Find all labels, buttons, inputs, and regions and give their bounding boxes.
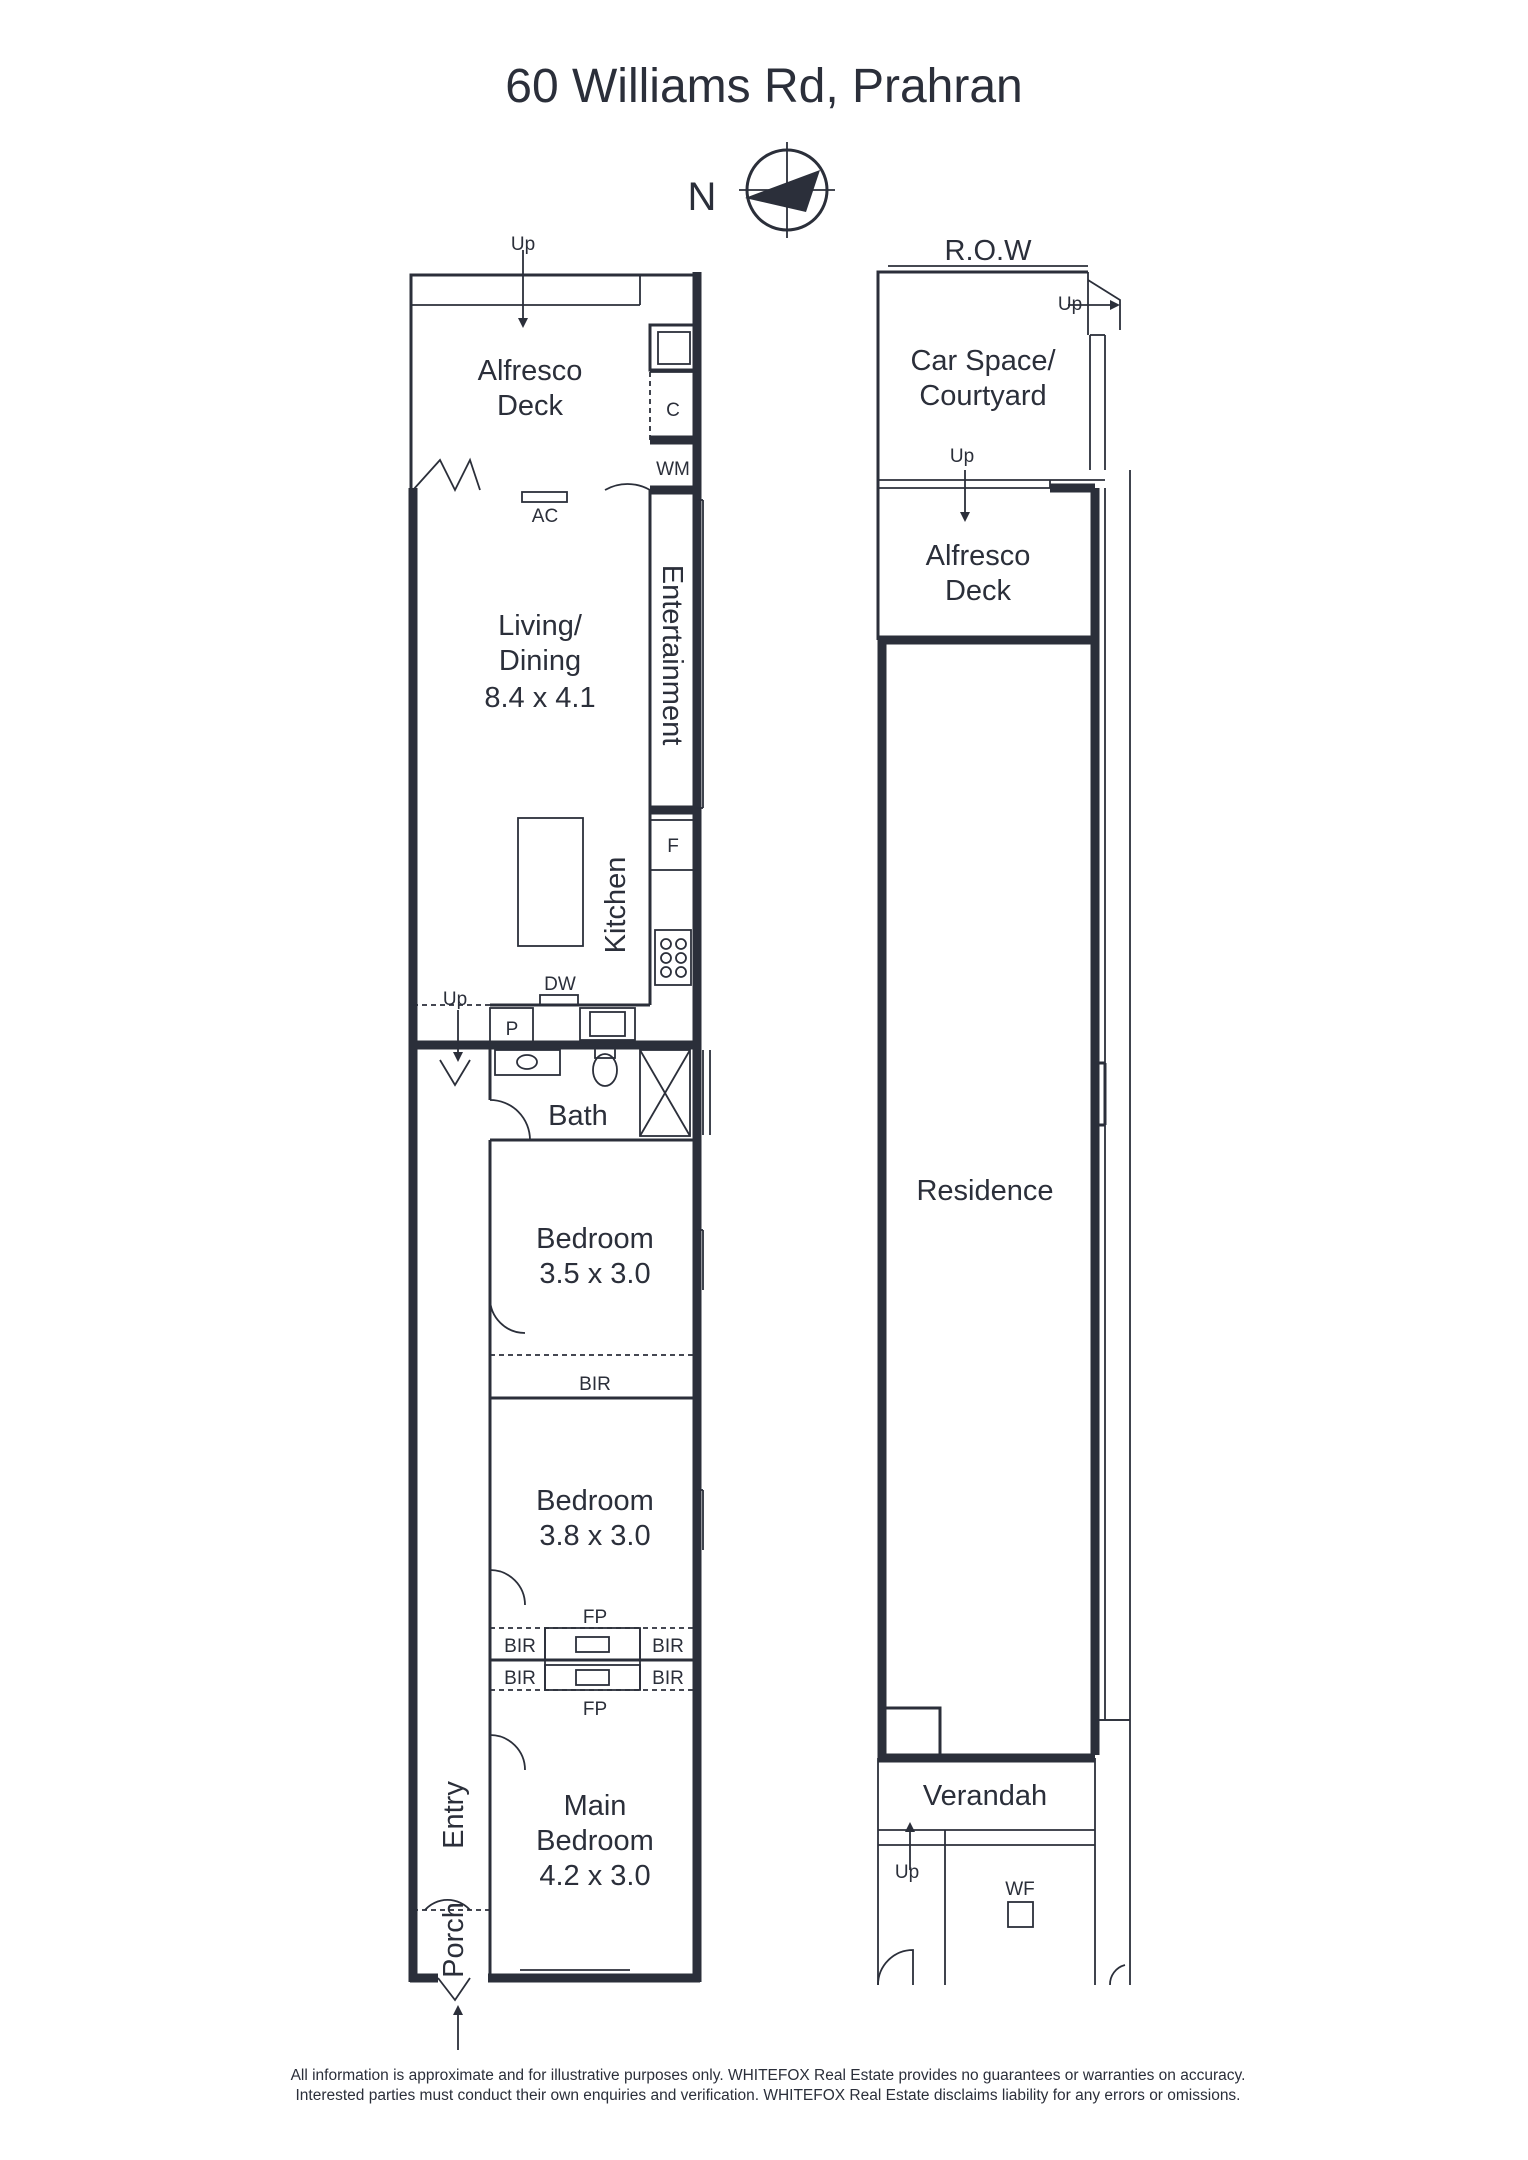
living-label: Living/ — [498, 610, 583, 642]
page-title: 60 Williams Rd, Prahran — [505, 60, 1023, 113]
site-deck-label: Deck — [945, 575, 1012, 607]
residence-label: Residence — [916, 1175, 1053, 1207]
dining-label: Dining — [499, 645, 581, 677]
north-label: N — [688, 175, 717, 219]
disclaimer-line-1: All information is approximate and for i… — [291, 2067, 1246, 2084]
disclaimer-line-2: Interested parties must conduct their ow… — [295, 2087, 1240, 2104]
bir-label-4: BIR — [652, 1668, 684, 1689]
bedroom1-label: Bedroom — [536, 1223, 654, 1255]
cupboard-label: C — [666, 400, 680, 421]
alfresco-deck-label: Alfresco — [478, 355, 583, 387]
bir-label-3: BIR — [504, 1668, 536, 1689]
north-arrow-icon — [739, 142, 835, 238]
main-bedroom-label: Bedroom — [536, 1825, 654, 1857]
up-label-side: Up — [443, 989, 467, 1010]
entry-label: Entry — [438, 1781, 470, 1849]
entertainment-label: Entertainment — [656, 565, 688, 746]
fp-label-top: FP — [583, 1607, 607, 1628]
alfresco-deck-label-2: Deck — [497, 390, 564, 422]
fp-label-bottom: FP — [583, 1699, 607, 1720]
bir-label-1: BIR — [504, 1636, 536, 1657]
ac-label: AC — [532, 506, 558, 527]
ground-floor-plan — [408, 250, 711, 2050]
bath-label: Bath — [548, 1100, 608, 1132]
fridge-label: F — [667, 836, 679, 857]
bedroom2-dimensions: 3.8 x 3.0 — [539, 1520, 650, 1552]
site-alfresco-label: Alfresco — [926, 540, 1031, 572]
courtyard-label: Courtyard — [919, 380, 1046, 412]
bir-label-mid: BIR — [579, 1374, 611, 1395]
site-up-label-2: Up — [950, 446, 974, 467]
washing-machine-label: WM — [656, 459, 690, 480]
car-space-label: Car Space/ — [910, 345, 1056, 377]
pantry-label: P — [506, 1019, 519, 1040]
site-up-label-3: Up — [895, 1862, 919, 1883]
row-label: R.O.W — [945, 235, 1033, 267]
porch-label: Porch — [438, 1902, 470, 1978]
bedroom2-label: Bedroom — [536, 1485, 654, 1517]
kitchen-label: Kitchen — [600, 857, 632, 954]
bedroom1-dimensions: 3.5 x 3.0 — [539, 1258, 650, 1290]
site-plan — [876, 265, 1131, 1986]
site-up-label-1: Up — [1058, 294, 1082, 315]
up-label-top: Up — [511, 234, 535, 255]
main-bedroom-dimensions: 4.2 x 3.0 — [539, 1860, 650, 1892]
wf-label: WF — [1005, 1879, 1035, 1900]
living-dimensions: 8.4 x 4.1 — [484, 682, 595, 714]
dishwasher-label: DW — [544, 974, 576, 995]
main-label: Main — [564, 1790, 627, 1822]
bir-label-2: BIR — [652, 1636, 684, 1657]
verandah-label: Verandah — [923, 1780, 1047, 1812]
